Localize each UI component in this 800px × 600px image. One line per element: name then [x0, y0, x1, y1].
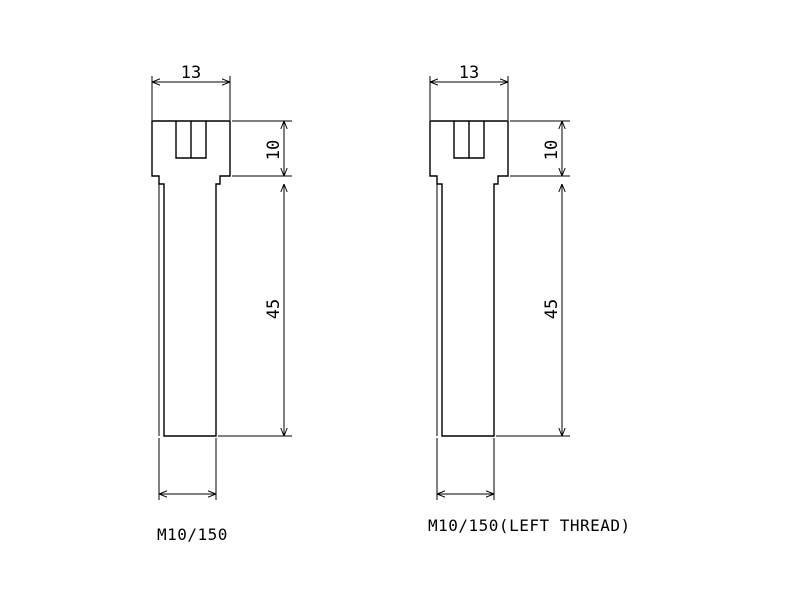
- dim-label-shank-length-right: 45: [542, 299, 562, 319]
- caption-right: M10/150(LEFT THREAD): [428, 516, 631, 535]
- bolt-drawing-right: 13 10 45 M10/150(LEFT THREAD): [428, 63, 631, 535]
- bolt-drawing-left: 13 10 45 M10/150: [151, 63, 292, 544]
- dim-label-shank-length-left: 45: [264, 299, 284, 319]
- dim-label-head-width-right: 13: [459, 63, 479, 83]
- bolt-body-right: [429, 120, 509, 437]
- dim-label-head-height-left: 10: [264, 140, 284, 160]
- dim-label-head-height-right: 10: [542, 140, 562, 160]
- bolt-body-left: [151, 120, 231, 437]
- dim-label-head-width-left: 13: [181, 63, 201, 83]
- caption-left: M10/150: [157, 525, 228, 544]
